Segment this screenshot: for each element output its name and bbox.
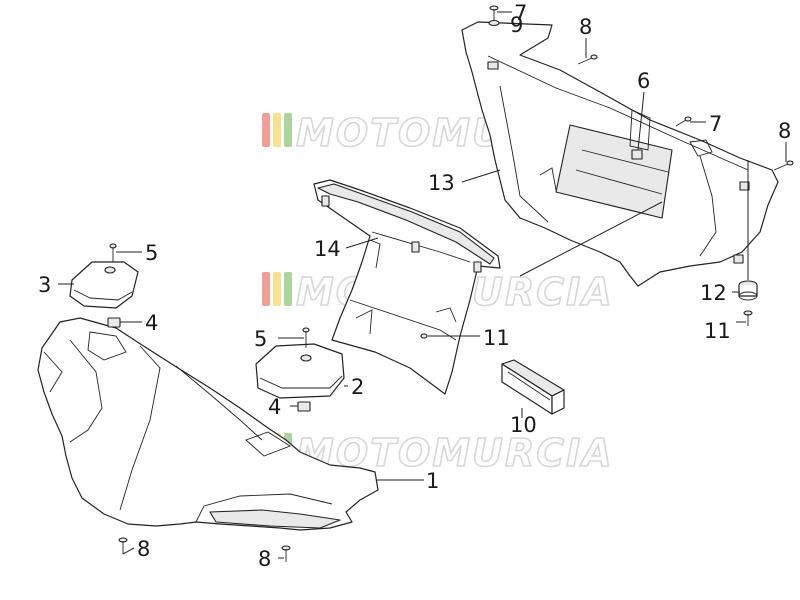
watermark-stripe-red — [262, 113, 270, 147]
callouts: 7 9 8 6 7 8 13 14 5 3 4 12 11 11 5 2 4 1… — [38, 1, 791, 571]
callout-8-bottom-right: 8 — [258, 547, 271, 571]
callout-4-left: 4 — [145, 311, 158, 335]
part-2-small-cap — [255, 343, 345, 399]
screw-8-bottom-right — [281, 545, 291, 562]
leader-13 — [461, 169, 501, 183]
callout-10: 10 — [510, 413, 537, 437]
watermark-stripe-red — [262, 272, 270, 306]
callout-8-bottom-left: 8 — [137, 537, 150, 561]
watermark-stripe-yellow — [273, 113, 281, 147]
callout-11-middle: 11 — [483, 326, 510, 350]
callout-5-left: 5 — [145, 241, 158, 265]
screw-8-right — [773, 160, 794, 171]
callout-8-right: 8 — [778, 119, 791, 143]
washer-9 — [488, 19, 500, 27]
callout-8-top: 8 — [579, 15, 592, 39]
callout-7-right: 7 — [709, 112, 722, 136]
callout-12: 12 — [700, 281, 727, 305]
part-10-rubber-block — [501, 359, 565, 415]
watermark-text: MOTOMURCIA — [296, 431, 614, 475]
watermark-stripe-green — [284, 272, 292, 306]
part-12-grommet — [738, 280, 758, 301]
part-1-front-handlebar-cover — [37, 317, 379, 531]
screw-5-right — [302, 327, 310, 348]
callout-13: 13 — [428, 171, 455, 195]
screw-8-bottom-left — [118, 537, 128, 554]
screw-11-right — [743, 310, 753, 326]
leader-8-bottom-left — [122, 547, 135, 555]
part-4-clip-left — [107, 317, 121, 328]
callout-7-top: 7 — [514, 1, 527, 25]
leader-14-cross — [519, 201, 663, 277]
screw-7-top — [489, 5, 499, 22]
callout-9: 9 — [510, 13, 523, 37]
leader-6 — [637, 91, 645, 151]
callout-11-right: 11 — [704, 319, 731, 343]
callout-1: 1 — [426, 469, 439, 493]
callout-3: 3 — [38, 273, 51, 297]
callout-2: 2 — [351, 375, 364, 399]
callout-5-right: 5 — [254, 327, 267, 351]
leader-lines — [58, 11, 787, 559]
part-13-rear-handlebar-cover — [461, 21, 779, 287]
leader-14 — [345, 237, 379, 249]
part-4-clip-right — [297, 401, 311, 412]
screw-5-left — [109, 243, 117, 262]
callout-4-right: 4 — [268, 395, 281, 419]
watermark-stripe-yellow — [273, 272, 281, 306]
screw-8-top — [577, 54, 598, 65]
part-14-inner-panel — [313, 179, 501, 395]
screw-7-right — [675, 116, 692, 127]
part-3-small-cap — [69, 261, 139, 309]
callout-14: 14 — [314, 237, 341, 261]
watermark-stripe-green — [284, 113, 292, 147]
screw-11-middle — [420, 333, 428, 339]
callout-6: 6 — [637, 69, 650, 93]
